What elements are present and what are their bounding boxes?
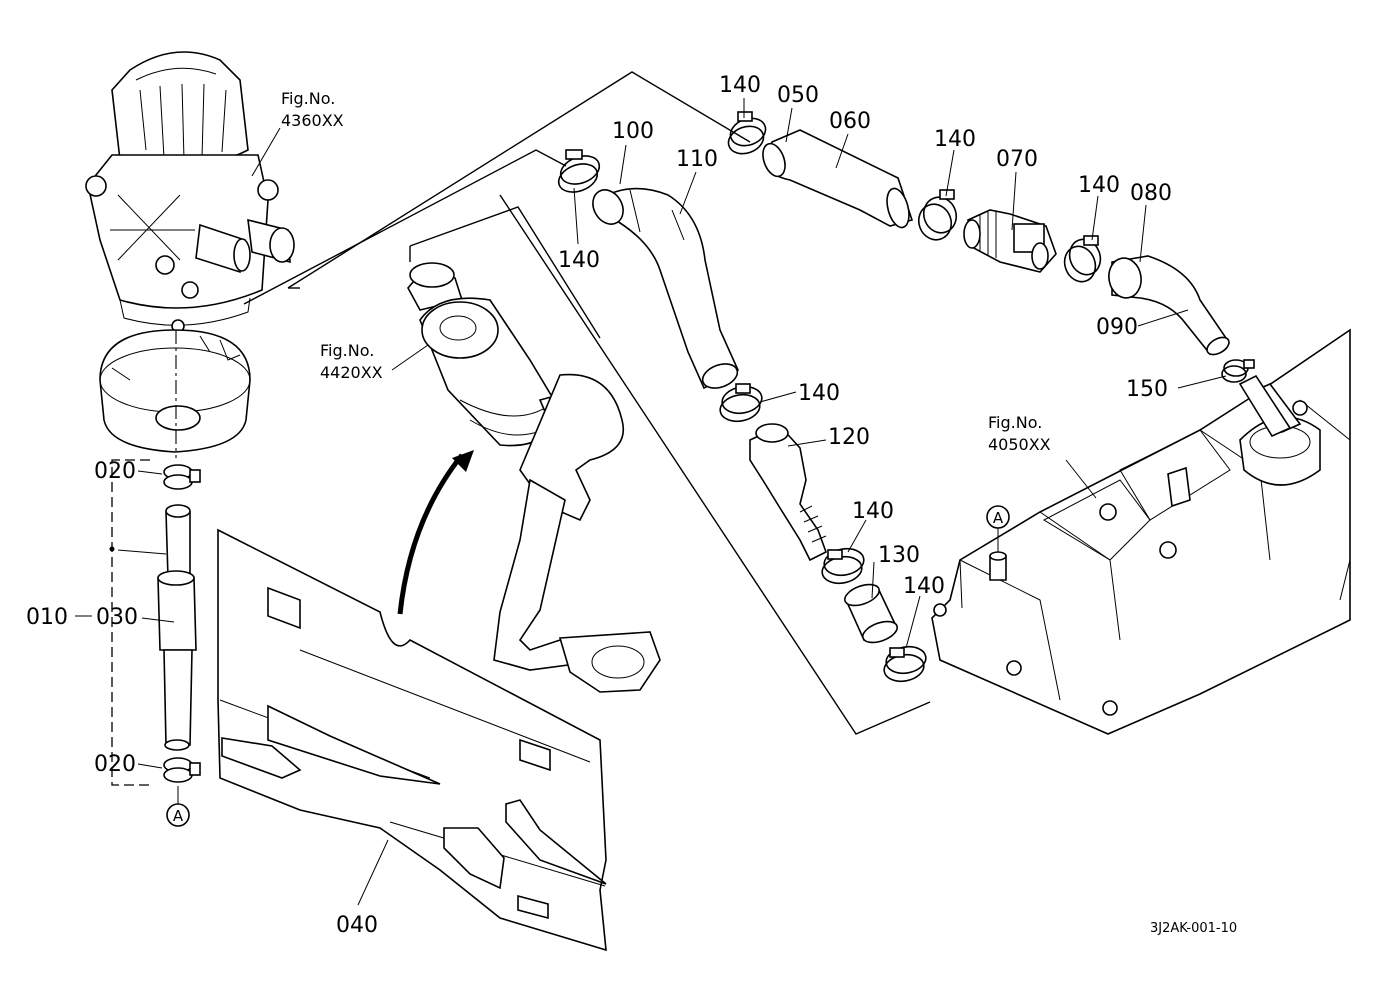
marker-a-left-text: A bbox=[173, 807, 184, 825]
fig-ref-4420-line2: 4420XX bbox=[320, 363, 383, 382]
label-140-g: 140 bbox=[903, 574, 945, 599]
fig-ref-4050-line2: 4050XX bbox=[988, 435, 1051, 454]
label-140-a: 140 bbox=[719, 73, 761, 98]
clamp-140-e bbox=[719, 383, 763, 423]
fig-ref-4360-line1: Fig.No. bbox=[281, 89, 335, 108]
marker-a-left: A bbox=[166, 803, 190, 827]
label-150: 150 bbox=[1126, 377, 1168, 402]
figure-reference-center: Fig.No. 4420XX bbox=[320, 341, 383, 382]
cylinder-head-cover bbox=[931, 328, 1351, 735]
label-140-b: 140 bbox=[934, 127, 976, 152]
air-cleaner-4420 bbox=[407, 262, 661, 693]
label-050: 050 bbox=[777, 83, 819, 108]
fig-ref-4420-line1: Fig.No. bbox=[320, 341, 374, 360]
label-040: 040 bbox=[336, 913, 378, 938]
label-020-top: 020 bbox=[94, 459, 136, 484]
hose-kit-010 bbox=[111, 459, 201, 804]
label-110: 110 bbox=[676, 147, 718, 172]
marker-a-right-text: A bbox=[993, 509, 1004, 527]
label-140-e: 140 bbox=[798, 381, 840, 406]
fig-ref-4050-line1: Fig.No. bbox=[988, 413, 1042, 432]
figure-reference-top-left: Fig.No. 4360XX bbox=[281, 89, 344, 130]
clamps-140 bbox=[557, 111, 1102, 683]
clamp-140-c bbox=[917, 189, 958, 241]
hose-100-110 bbox=[592, 187, 740, 390]
leader-lines bbox=[75, 98, 1227, 906]
reference-boundary-lines bbox=[243, 71, 931, 735]
label-120: 120 bbox=[828, 425, 870, 450]
label-130: 130 bbox=[878, 543, 920, 568]
valve-120 bbox=[749, 423, 827, 562]
label-140-c: 140 bbox=[1078, 173, 1120, 198]
valve-070 bbox=[963, 209, 1057, 273]
label-090: 090 bbox=[1096, 315, 1138, 340]
clamp-140-g bbox=[883, 645, 927, 683]
drawing-code: 3J2AK-001-10 bbox=[1150, 921, 1237, 936]
figure-reference-right: Fig.No. 4050XX bbox=[988, 413, 1051, 454]
clamp-140-d bbox=[1063, 235, 1102, 283]
clamp-150 bbox=[1221, 359, 1255, 383]
label-140-f: 140 bbox=[852, 499, 894, 524]
hose-130 bbox=[844, 583, 898, 644]
label-030: 030 bbox=[96, 605, 138, 630]
air-cleaner-assembly bbox=[85, 51, 295, 333]
label-020-bottom: 020 bbox=[94, 752, 136, 777]
clamp-140-f bbox=[821, 547, 865, 585]
marker-a-right: A bbox=[986, 505, 1010, 552]
label-010: 010 bbox=[26, 605, 68, 630]
clamp-140-b bbox=[727, 111, 767, 155]
filter-cover-cup bbox=[99, 329, 251, 453]
label-100: 100 bbox=[612, 119, 654, 144]
label-080: 080 bbox=[1130, 181, 1172, 206]
label-060: 060 bbox=[829, 109, 871, 134]
label-140-d: 140 bbox=[558, 248, 600, 273]
assembly-arrow bbox=[397, 450, 474, 615]
label-010-dot bbox=[109, 546, 115, 552]
heat-shield-040 bbox=[217, 528, 607, 952]
clamp-140-a bbox=[557, 149, 601, 193]
hose-080-090 bbox=[1108, 255, 1230, 356]
label-070: 070 bbox=[996, 147, 1038, 172]
fig-ref-4360-line2: 4360XX bbox=[281, 111, 344, 130]
hose-050-060 bbox=[762, 129, 914, 229]
